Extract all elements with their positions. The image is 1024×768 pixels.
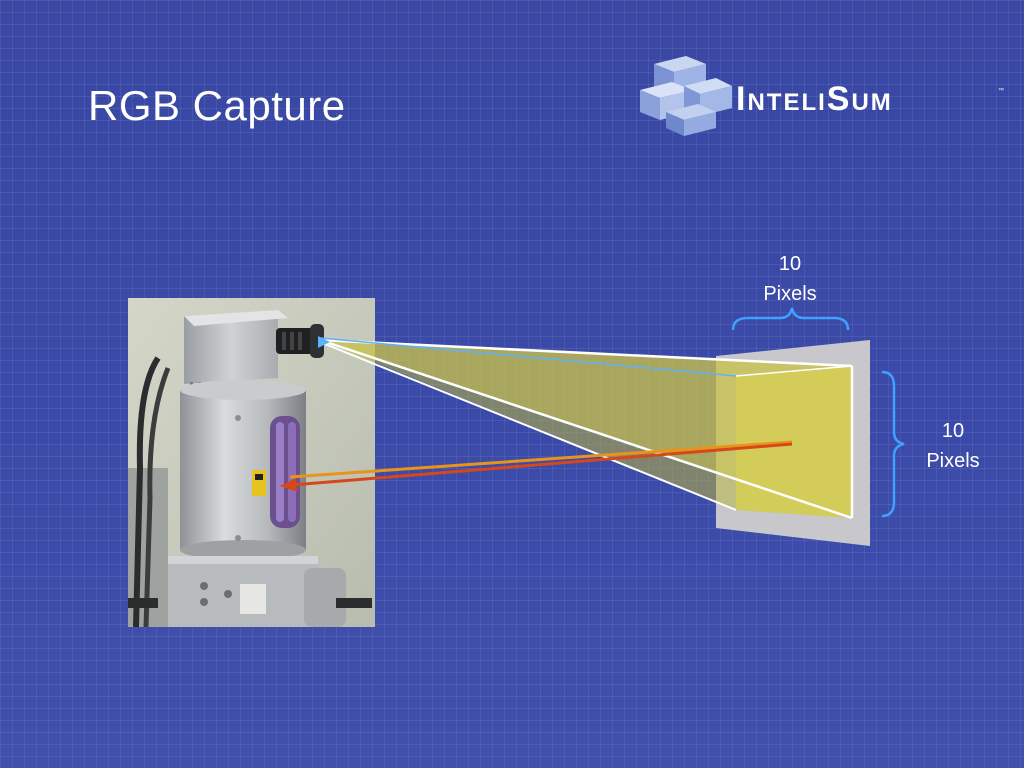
right-dimension-label: 10 Pixels xyxy=(908,416,998,476)
frustum-edge-mid xyxy=(319,341,737,511)
frustum-lower-face xyxy=(320,340,852,518)
face-top-edge xyxy=(735,365,853,377)
top-dimension-label: 10 Pixels xyxy=(745,249,835,309)
top-dimension-brace xyxy=(731,307,850,331)
logo-trademark: ™ xyxy=(998,88,1004,94)
top-dimension-unit: Pixels xyxy=(763,283,817,305)
frustum-edge-back xyxy=(319,337,737,377)
capture-frustum xyxy=(320,340,852,518)
top-dimension-value: 10 xyxy=(778,253,802,275)
right-dimension-unit: Pixels xyxy=(926,450,980,472)
intelisum-logo: InteliSum ™ xyxy=(636,52,1016,142)
target-face xyxy=(736,366,852,518)
right-dimension-brace xyxy=(881,370,905,518)
scanner-photo xyxy=(128,298,375,627)
frustum-edge-bottom xyxy=(319,338,853,520)
target-panel xyxy=(716,340,870,546)
right-dimension-value: 10 xyxy=(941,420,965,442)
slide-title: RGB Capture xyxy=(88,82,346,129)
cube-logo-icon xyxy=(640,56,732,136)
logo-wordmark: InteliSum xyxy=(736,80,893,118)
laser-scanner-illustration xyxy=(128,298,375,627)
frustum-edge-top xyxy=(319,338,853,368)
